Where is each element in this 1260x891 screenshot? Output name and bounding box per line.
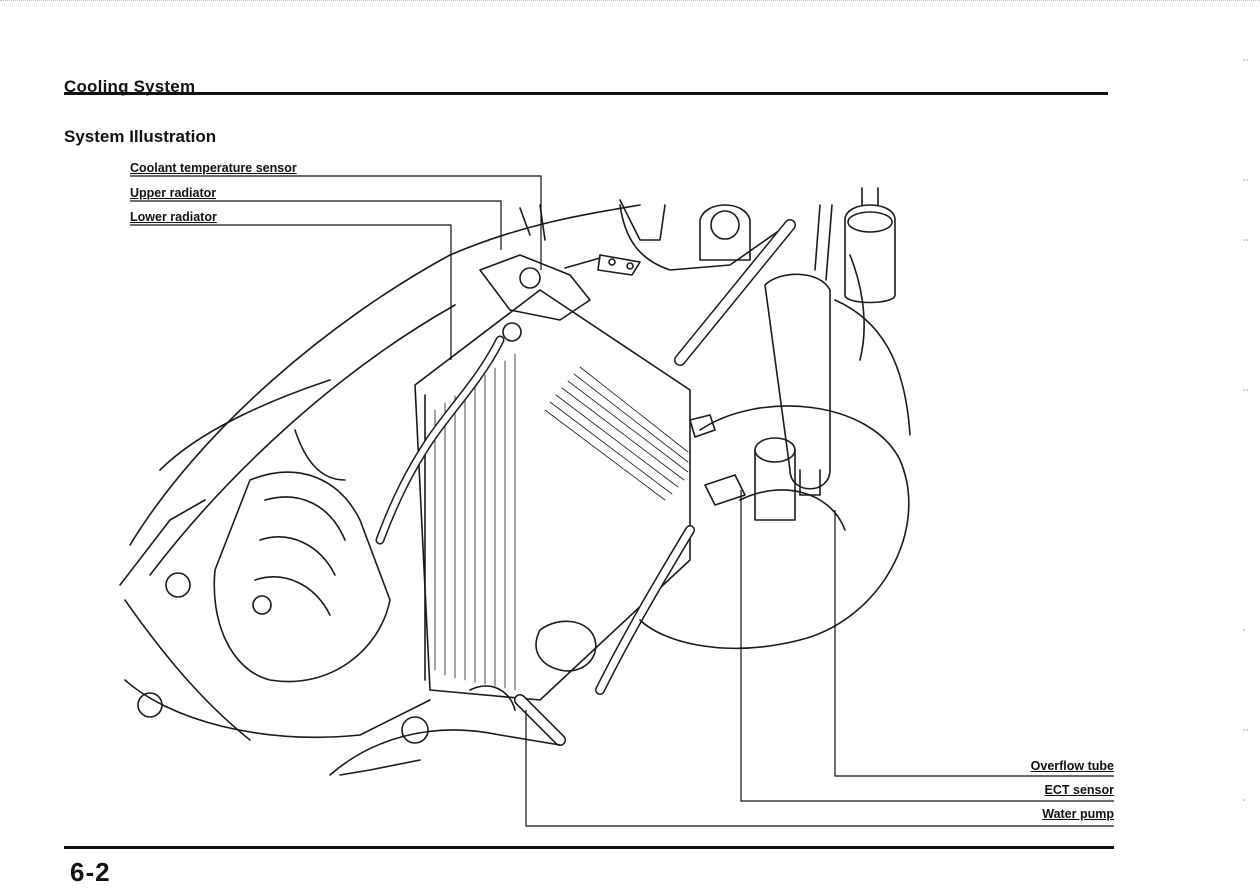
top-edge-rule [0, 0, 1260, 3]
callout-coolant-temperature-sensor: Coolant temperature sensor [130, 161, 297, 175]
leader-upper-radiator [130, 200, 502, 250]
leader-overflow-tube [834, 510, 1114, 777]
leader-ect-sensor [740, 490, 1114, 802]
section-title: Cooling System [64, 77, 196, 96]
section-title-rule [64, 92, 1108, 95]
callout-overflow-tube: Overflow tube [1030, 759, 1114, 773]
page-number: 6-2 [70, 857, 111, 887]
leader-water-pump [525, 710, 1114, 827]
callout-water-pump: Water pump [1042, 807, 1114, 821]
callout-upper-radiator: Upper radiator [130, 186, 217, 200]
callout-lower-radiator: Lower radiator [130, 210, 217, 224]
margin-scan-marks [1243, 59, 1248, 801]
leader-lower-radiator [130, 224, 452, 360]
leader-coolant-temperature-sensor [130, 175, 542, 270]
callout-ect-sensor: ECT sensor [1044, 783, 1114, 797]
footer-rule [64, 846, 1114, 849]
subsection-title: System Illustration [64, 127, 217, 146]
